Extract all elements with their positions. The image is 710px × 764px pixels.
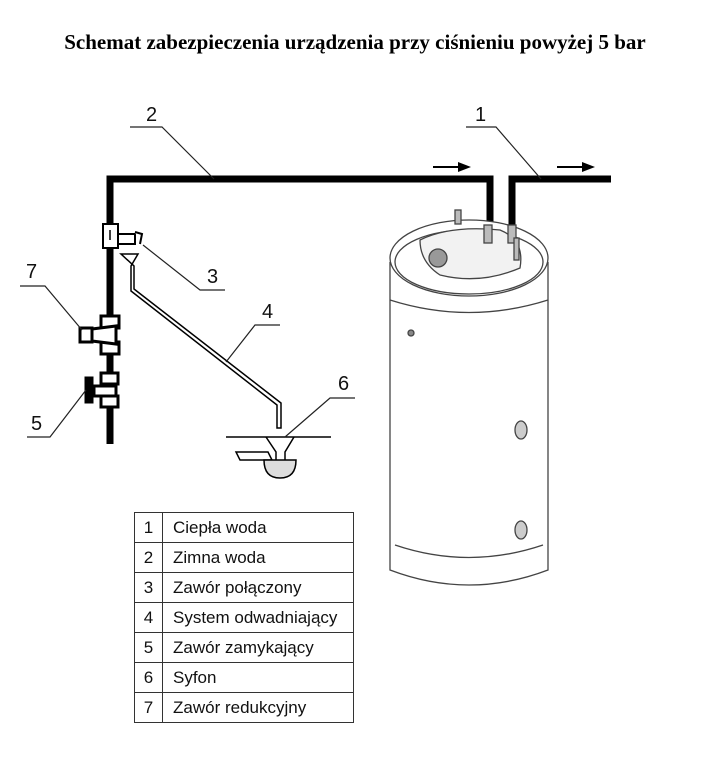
- legend-label: Zawór zamykający: [162, 632, 354, 663]
- hot-water-pipe: [508, 175, 611, 232]
- callout-6: 6: [338, 373, 349, 395]
- diagram-title: Schemat zabezpieczenia urządzenia przy c…: [64, 30, 646, 54]
- siphon: [226, 436, 331, 479]
- callout-1: 1: [475, 104, 486, 126]
- legend-label: Zawór połączony: [162, 572, 354, 603]
- legend-num: 3: [134, 572, 163, 603]
- legend-label: Ciepła woda: [162, 512, 354, 543]
- legend-label: System odwadniający: [162, 602, 354, 633]
- shut-off-valve: [84, 371, 120, 409]
- legend-num: 7: [134, 692, 163, 723]
- drain-system: [119, 253, 282, 429]
- pressure-reducing-valve: [78, 314, 121, 356]
- flow-arrow-icon: [433, 162, 471, 172]
- water-heater-tank: [389, 209, 549, 586]
- legend-num: 1: [134, 512, 163, 543]
- legend-num: 4: [134, 602, 163, 633]
- callout-leaders: [20, 126, 542, 438]
- legend-num: 2: [134, 542, 163, 573]
- callout-7: 7: [26, 261, 37, 283]
- callout-2: 2: [146, 104, 157, 126]
- legend-label: Syfon: [162, 662, 354, 693]
- legend-label: Zawór redukcyjny: [162, 692, 354, 723]
- callout-5: 5: [31, 413, 42, 435]
- combined-valve: [102, 223, 144, 249]
- callout-4: 4: [262, 301, 273, 323]
- legend-num: 5: [134, 632, 163, 663]
- legend-label: Zimna woda: [162, 542, 354, 573]
- callout-3: 3: [207, 266, 218, 288]
- legend-num: 6: [134, 662, 163, 693]
- flow-arrow-icon: [557, 162, 595, 172]
- cold-water-pipe: [106, 175, 494, 444]
